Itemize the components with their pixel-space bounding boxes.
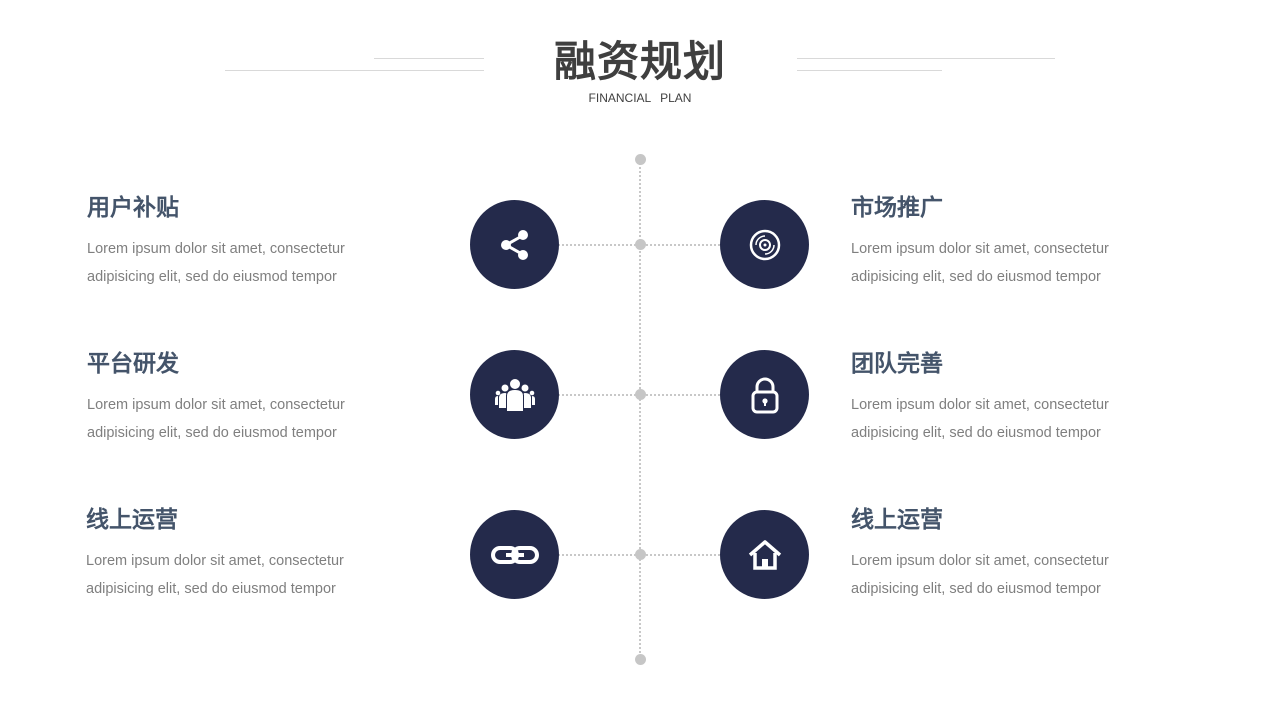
timeline-vertical-line <box>639 160 641 660</box>
item-desc-line: adipisicing elit, sed do eiusmod tempor <box>851 581 1101 597</box>
item-desc-line: Lorem ipsum dolor sit amet, consectetur <box>851 241 1109 257</box>
item-desc-line: Lorem ipsum dolor sit amet, consectetur <box>87 241 345 257</box>
lock-icon-circle <box>720 350 809 439</box>
item-desc-line: adipisicing elit, sed do eiusmod tempor <box>86 581 336 597</box>
item-desc-user-subsidy: Lorem ipsum dolor sit amet, consectetur … <box>87 235 387 291</box>
item-desc-online-ops-right: Lorem ipsum dolor sit amet, consectetur … <box>851 547 1151 603</box>
item-desc-platform-dev: Lorem ipsum dolor sit amet, consectetur … <box>87 391 387 447</box>
home-icon-circle <box>720 510 809 599</box>
item-desc-online-ops-left: Lorem ipsum dolor sit amet, consectetur … <box>86 547 386 603</box>
page-title: 融资规划 <box>553 37 726 86</box>
timeline-node-top <box>635 154 646 165</box>
team-icon-circle <box>470 350 559 439</box>
item-desc-team-building: Lorem ipsum dolor sit amet, consectetur … <box>851 391 1151 447</box>
page-subtitle: FINANCIAL PLAN <box>588 91 692 105</box>
title-decor-line-right-long <box>797 58 1055 59</box>
timeline-node-bottom <box>635 654 646 665</box>
home-icon <box>748 539 781 570</box>
title-decor-line-left-long <box>225 70 484 71</box>
timeline-node-row-1 <box>635 239 646 250</box>
team-icon <box>494 378 535 411</box>
lock-icon <box>751 377 778 413</box>
disc-icon-circle <box>720 200 809 289</box>
share-icon <box>500 229 528 260</box>
item-desc-line: Lorem ipsum dolor sit amet, consectetur <box>87 397 345 413</box>
item-title-online-ops-right: 线上运营 <box>851 507 943 533</box>
item-title-platform-dev: 平台研发 <box>87 351 179 377</box>
share-icon-circle <box>470 200 559 289</box>
link-icon <box>490 545 539 564</box>
item-desc-marketing: Lorem ipsum dolor sit amet, consectetur … <box>851 235 1151 291</box>
title-decor-line-right-short <box>797 70 942 71</box>
item-title-user-subsidy: 用户补贴 <box>87 195 179 221</box>
item-title-marketing: 市场推广 <box>851 195 943 221</box>
item-desc-line: adipisicing elit, sed do eiusmod tempor <box>87 425 337 441</box>
item-title-team-building: 团队完善 <box>851 351 943 377</box>
item-desc-line: adipisicing elit, sed do eiusmod tempor <box>851 269 1101 285</box>
item-title-online-ops-left: 线上运营 <box>86 507 178 533</box>
timeline-node-row-2 <box>635 389 646 400</box>
item-desc-line: Lorem ipsum dolor sit amet, consectetur <box>851 397 1109 413</box>
item-desc-line: Lorem ipsum dolor sit amet, consectetur <box>86 553 344 569</box>
item-desc-line: adipisicing elit, sed do eiusmod tempor <box>851 425 1101 441</box>
title-decor-line-left-short <box>374 58 484 59</box>
item-desc-line: Lorem ipsum dolor sit amet, consectetur <box>851 553 1109 569</box>
link-icon-circle <box>470 510 559 599</box>
item-desc-line: adipisicing elit, sed do eiusmod tempor <box>87 269 337 285</box>
timeline-node-row-3 <box>635 549 646 560</box>
disc-icon <box>749 229 780 260</box>
